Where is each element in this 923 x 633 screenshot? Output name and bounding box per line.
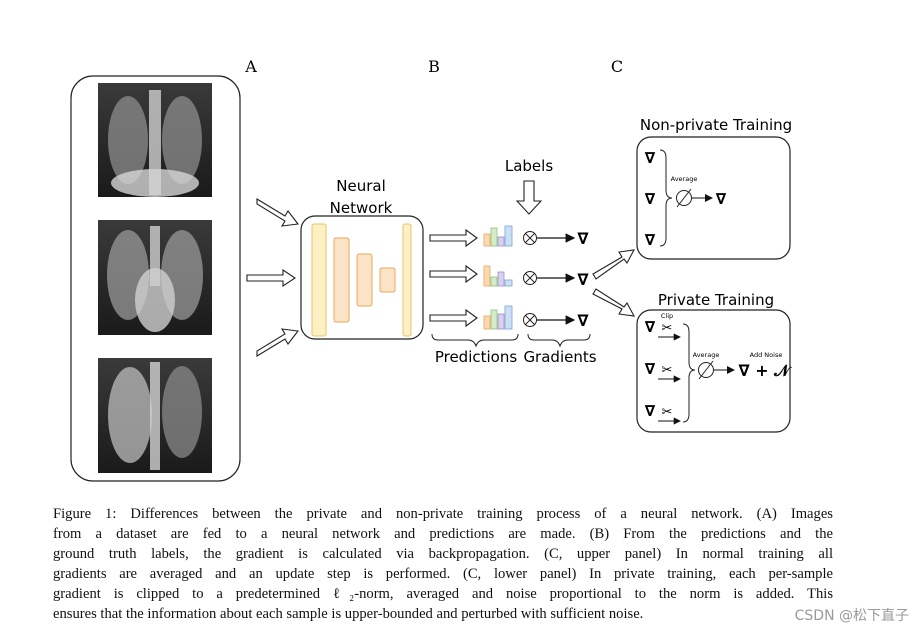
nonprivate-average-label: Average <box>671 175 698 183</box>
arrow-to-nonprivate <box>592 249 635 280</box>
nonprivate-grad-1: ∇ <box>645 149 656 167</box>
input-arrow-top <box>256 198 300 227</box>
svg-text:∇: ∇ <box>645 318 656 336</box>
private-title: Private Training <box>658 291 774 309</box>
arrow-to-private <box>592 288 635 317</box>
labels-arrow <box>515 180 543 215</box>
network-label-line1: Neural <box>336 177 385 195</box>
caption-line-5: gradient is clipped to a predetermined ℓ… <box>53 586 833 602</box>
panel-label-a: A <box>244 57 257 76</box>
svg-text:∇: ∇ <box>645 402 656 420</box>
panel-label-c: C <box>611 57 623 76</box>
gradient-symbol-1: ∇ <box>577 229 589 248</box>
nonprivate-brace <box>659 149 673 247</box>
private-average-label: Average <box>693 351 720 359</box>
scissors-icon: ✂ <box>662 405 673 420</box>
scissors-icon: ✂ <box>662 321 673 336</box>
figure-caption: Figure 1: Differences between the privat… <box>53 504 833 624</box>
private-row-3: ∇ ✂ <box>645 402 681 425</box>
input-arrows <box>246 198 300 357</box>
network-layer-1 <box>311 223 327 337</box>
private-noise-formula: ∇ + 𝒩 <box>738 361 792 380</box>
scissors-icon: ✂ <box>662 363 673 378</box>
gradient-symbol-2: ∇ <box>577 270 589 289</box>
nonprivate-grad-out: ∇ <box>716 190 727 208</box>
watermark: CSDN @松下直子 <box>794 608 909 624</box>
xray-image-1 <box>98 83 212 197</box>
input-arrow-middle <box>246 268 296 288</box>
private-average-symbol <box>698 362 714 378</box>
nonprivate-grad-3: ∇ <box>645 231 656 249</box>
xray-image-2 <box>98 220 212 335</box>
private-clip-label: Clip <box>661 312 673 320</box>
output-arrows <box>429 228 478 328</box>
private-add-noise-label: Add Noise <box>750 351 783 359</box>
nonprivate-title: Non-private Training <box>640 116 792 134</box>
network-layer-5 <box>402 223 412 337</box>
dataset-panel <box>70 75 241 482</box>
xray-image-3 <box>98 358 212 473</box>
network-layer-3 <box>356 253 373 307</box>
caption-line-1: Figure 1: Differences between the privat… <box>53 506 833 522</box>
caption-line-3: ground truth labels, the gradient is cal… <box>53 546 833 562</box>
network-label-line2: Network <box>330 199 393 217</box>
network-layer-4 <box>379 267 396 293</box>
prediction-bars-1 <box>483 225 513 247</box>
private-row-2: ∇ ✂ <box>645 360 681 383</box>
network-layer-2 <box>333 237 350 323</box>
network-box <box>300 215 424 340</box>
loss-operators <box>523 231 537 327</box>
labels-label: Labels <box>505 157 553 175</box>
input-arrow-bottom <box>256 328 300 357</box>
predictions-label: Predictions <box>435 348 518 366</box>
gradient-symbol-3: ∇ <box>577 311 589 330</box>
prediction-bars-2 <box>483 265 513 287</box>
nonprivate-grad-2: ∇ <box>645 190 656 208</box>
gradients-label: Gradients <box>523 348 596 366</box>
caption-line-2: from a dataset are fed to a neural netwo… <box>53 526 833 542</box>
gradients-brace <box>527 333 591 348</box>
svg-text:∇: ∇ <box>645 360 656 378</box>
private-panel <box>636 309 791 433</box>
private-row-1: ∇ ✂ <box>645 318 681 341</box>
nonprivate-panel <box>636 136 791 260</box>
gradient-arrows <box>537 233 576 325</box>
nonprivate-average-symbol <box>676 190 692 206</box>
panel-label-b: B <box>428 57 440 76</box>
caption-line-4: gradients are averaged and an update ste… <box>53 566 833 582</box>
caption-line-6: ensures that the information about each … <box>53 606 644 622</box>
private-brace <box>682 323 696 423</box>
prediction-bars-3 <box>483 305 513 330</box>
c-arrows <box>592 249 635 317</box>
predictions-brace <box>431 333 519 348</box>
